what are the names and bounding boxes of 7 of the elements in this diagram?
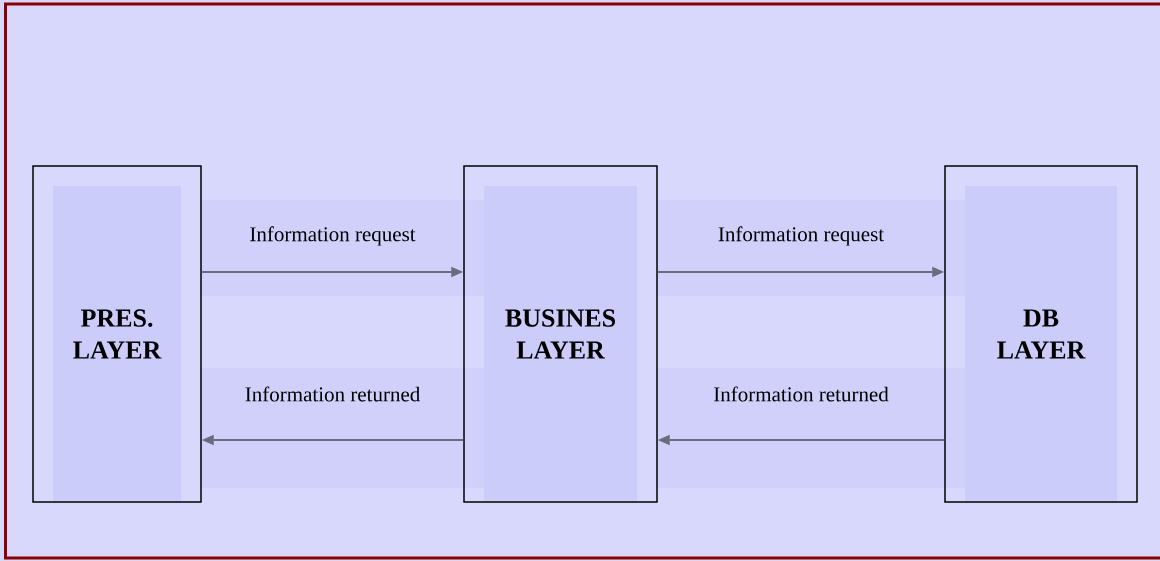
layer-box: BUSINES LAYER [463,165,658,503]
layer-box: DB LAYER [944,165,1138,503]
edge-label: Information request [250,226,416,246]
edge-label: Information returned [714,386,889,402]
layer-box: PRES. LAYER [32,165,202,503]
edge-label: Information returned [245,386,421,402]
edge-label: Information request [718,226,884,246]
